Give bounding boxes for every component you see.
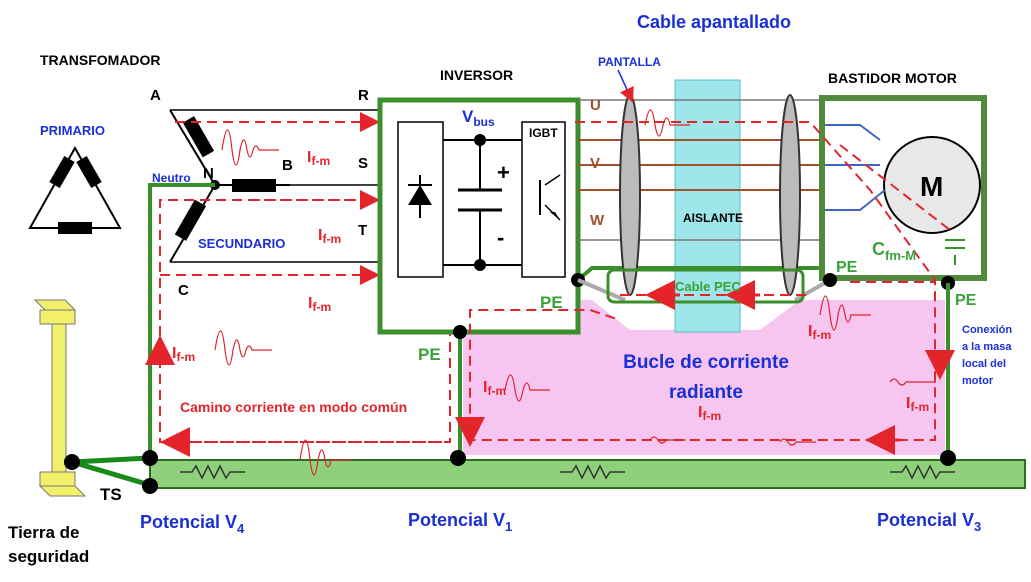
potential-v1: Potencial V1 [408, 510, 512, 534]
secondary-label: SECUNDARIO [198, 236, 285, 251]
ground-bar [149, 459, 1026, 489]
common-mode-label: Camino corriente en modo común [180, 399, 407, 415]
pec-cable [606, 268, 805, 304]
current-label-4: If-m [172, 345, 195, 364]
phase-C: C [178, 282, 189, 299]
current-label-6: If-m [698, 404, 721, 423]
shield-label: PANTALLA [598, 55, 661, 69]
shield-right [779, 94, 801, 296]
current-label-3: If-m [308, 295, 331, 314]
igbt-block [521, 121, 566, 278]
safety-ground-2: seguridad [8, 547, 89, 566]
motor-title: BASTIDOR MOTOR [828, 70, 957, 86]
current-label-5: If-m [483, 379, 506, 398]
phase-B: B [282, 157, 293, 174]
svg-text:motor: motor [962, 375, 994, 387]
phase-U: U [590, 97, 601, 114]
safety-ground-beam [33, 299, 87, 497]
motor-cap-label: Cfm-M [872, 239, 916, 263]
vbus-label: Vbus [462, 107, 495, 129]
motor-M: M [920, 171, 943, 202]
minus-sign: - [497, 225, 504, 250]
insulator-label: AISLANTE [683, 211, 743, 225]
inverter-pe-label: PE [540, 293, 563, 312]
svg-text:a la masa: a la masa [962, 341, 1012, 353]
shield-left [619, 94, 641, 296]
motor-pe-outer: PE [955, 292, 977, 309]
current-label-1: If-m [307, 149, 330, 168]
safety-ground-1: Tierra de [8, 523, 80, 542]
current-label-8: If-m [906, 395, 929, 414]
noise-waves [214, 109, 936, 476]
radiating-loop-area [463, 300, 945, 455]
phase-R: R [358, 87, 369, 104]
ts-label: TS [100, 485, 122, 504]
ground-resistor-1 [180, 464, 245, 480]
phase-T: T [358, 222, 367, 239]
igbt-label: IGBT [529, 126, 558, 140]
plus-sign: + [497, 160, 510, 185]
loop-label-1: Bucle de corriente [623, 352, 789, 373]
potential-v4: Potencial V4 [140, 512, 245, 536]
primary-winding-triangle [28, 145, 122, 234]
svg-text:Conexión: Conexión [962, 324, 1012, 336]
local-ground-note: Conexión a la masa local del motor [962, 324, 1012, 387]
phase-V: V [590, 155, 600, 172]
neutral-N: N [203, 165, 214, 182]
svg-text:local del: local del [962, 358, 1006, 370]
current-label-7: If-m [808, 323, 831, 342]
motor-pe-inner: PE [836, 259, 858, 276]
motor-symbol [883, 136, 981, 234]
ground-resistor-2 [560, 464, 625, 480]
potential-v3: Potencial V3 [877, 510, 981, 534]
loop-label-2: radiante [669, 382, 743, 403]
pec-label: Cable PEC [675, 279, 741, 294]
transformer-title: TRANSFOMADOR [40, 52, 161, 68]
neutral-label: Neutro [152, 171, 191, 185]
phase-W: W [590, 212, 605, 229]
ground-resistor-3 [890, 464, 955, 480]
left-pe-label: PE [418, 345, 441, 364]
cable-title: Cable apantallado [637, 12, 791, 32]
current-label-2: If-m [318, 227, 341, 246]
phase-A: A [150, 87, 161, 104]
primary-label: PRIMARIO [40, 123, 105, 138]
phase-S: S [358, 155, 368, 172]
inverter-title: INVERSOR [440, 67, 513, 83]
